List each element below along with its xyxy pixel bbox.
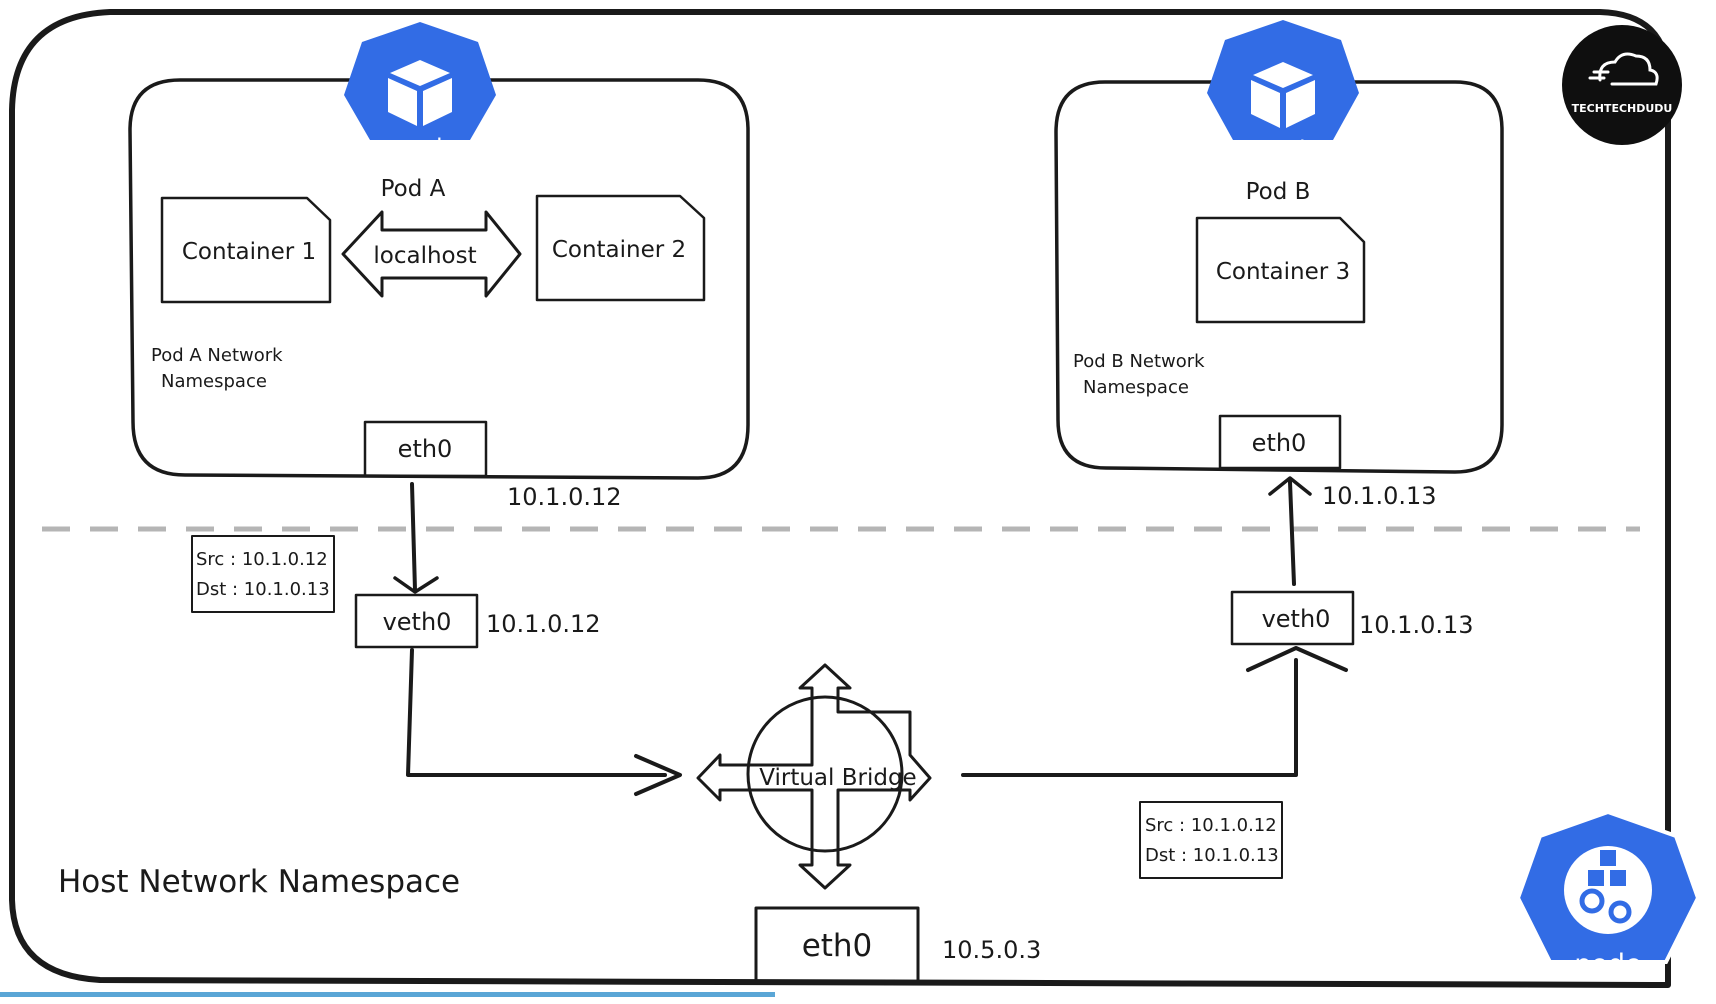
pod-a-namespace-label-1: Pod A Network [151, 345, 283, 366]
flow-right: veth0 10.1.0.13 Src : 10.1.0.12 Dst : 10… [961, 476, 1474, 879]
pod-a-badge-label: pod [397, 134, 442, 162]
brand-logo: TECHTECHDUDU [1562, 25, 1682, 145]
pod-a-eth0-ip: 10.1.0.12 [507, 483, 622, 511]
packet-right-box [1139, 801, 1283, 879]
veth-right-box [1230, 590, 1355, 646]
localhost-arrow [341, 210, 522, 298]
packet-left-dst: Dst : 10.1.0.13 [196, 579, 330, 600]
pod-b-badge: pod [1207, 20, 1359, 164]
pod-b-eth0-box [1218, 414, 1342, 470]
node-badge-label: node [1574, 949, 1641, 980]
gear-cubes-icon [1579, 850, 1632, 924]
packet-right-dst: Dst : 10.1.0.13 [1145, 845, 1279, 866]
veth-right-ip: 10.1.0.13 [1359, 611, 1474, 639]
host-namespace-label: Host Network Namespace [58, 864, 460, 900]
host-eth0-label: eth0 [802, 928, 873, 964]
packet-right-src: Src : 10.1.0.12 [1145, 815, 1277, 836]
pod-b-namespace-label-2: Namespace [1083, 377, 1189, 398]
pod-b-eth0-ip: 10.1.0.13 [1322, 482, 1437, 510]
cube-icon [388, 60, 452, 126]
container-3-label: Container 3 [1216, 259, 1350, 285]
veth-left-box [354, 593, 479, 649]
bridge-circle [746, 695, 904, 853]
veth-right-label: veth0 [1262, 605, 1331, 633]
pod-a: pod Pod A Container 1 Container 2 localh… [128, 22, 750, 511]
host-frame [9, 9, 1671, 988]
packet-left-src: Src : 10.1.0.12 [196, 549, 328, 570]
pod-a-badge: pod [344, 22, 496, 162]
pod-b-namespace-label-1: Pod B Network [1073, 351, 1205, 372]
pod-a-eth0-box [363, 420, 488, 478]
container-2-label: Container 2 [552, 237, 686, 263]
pod-b-badge-label: pod [1260, 136, 1305, 164]
pod-a-eth0-label: eth0 [398, 435, 453, 463]
cube-icon [1251, 62, 1315, 128]
pod-a-frame [128, 78, 750, 480]
pod-a-namespace-label-2: Namespace [161, 371, 267, 392]
node-badge: node [1515, 809, 1701, 980]
container-3-box [1195, 216, 1366, 324]
pod-b-title: Pod B [1246, 179, 1311, 205]
virtual-bridge: Virtual Bridge [696, 663, 932, 890]
pod-b-frame [1054, 80, 1504, 474]
veth-left-ip: 10.1.0.12 [486, 610, 601, 638]
brand-logo-text: TECHTECHDUDU [1572, 102, 1673, 115]
container-1-box [160, 196, 332, 304]
localhost-label: localhost [373, 243, 476, 269]
video-progress-bar [0, 992, 775, 997]
flow-left: veth0 10.1.0.12 Src : 10.1.0.12 Dst : 10… [191, 482, 682, 796]
host-eth0-box [754, 906, 920, 984]
packet-left-box [191, 535, 335, 613]
cloud-icon [1588, 52, 1659, 86]
container-2-box [535, 194, 706, 302]
pod-b: pod Pod B Container 3 Pod B Network Name… [1054, 20, 1504, 510]
bridge-label: Virtual Bridge [759, 765, 916, 791]
container-1-label: Container 1 [182, 239, 316, 265]
pod-a-title: Pod A [381, 176, 446, 202]
host-eth0-ip: 10.5.0.3 [942, 936, 1041, 964]
pod-b-eth0-label: eth0 [1252, 429, 1307, 457]
veth-left-label: veth0 [383, 608, 452, 636]
bridge-cross-arrows [696, 663, 932, 890]
